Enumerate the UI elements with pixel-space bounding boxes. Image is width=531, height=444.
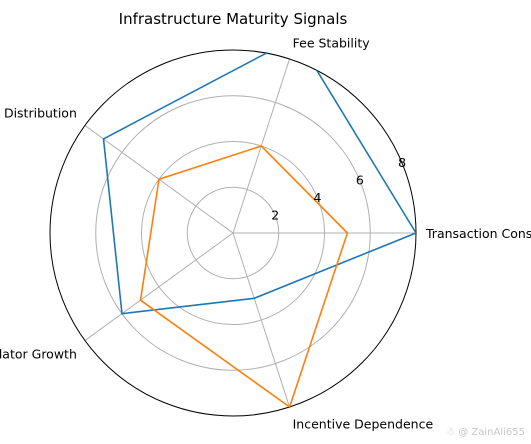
chart-title: Infrastructure Maturity Signals: [119, 10, 348, 28]
radial-tick-label-8: 8: [398, 155, 406, 170]
axis-label-3: Validator Growth: [0, 346, 77, 361]
watermark: ☃ @ ZainAli655: [446, 427, 525, 438]
axis-label-0: Transaction Consistency: [425, 226, 531, 241]
radial-tick-label-2: 2: [271, 207, 279, 222]
series-line-1: [139, 145, 349, 409]
grid-spoke-4: [232, 232, 291, 408]
grid: [49, 49, 417, 417]
grid-spoke-3: [84, 232, 234, 341]
axis-label-4: Incentive Dependence: [293, 417, 434, 432]
radial-tick-label-4: 4: [314, 190, 322, 205]
series-group: [102, 50, 416, 409]
axis-label-1: Fee Stability: [293, 35, 371, 50]
axis-label-2: User Distribution: [0, 106, 77, 121]
radial-tick-label-6: 6: [356, 172, 364, 187]
